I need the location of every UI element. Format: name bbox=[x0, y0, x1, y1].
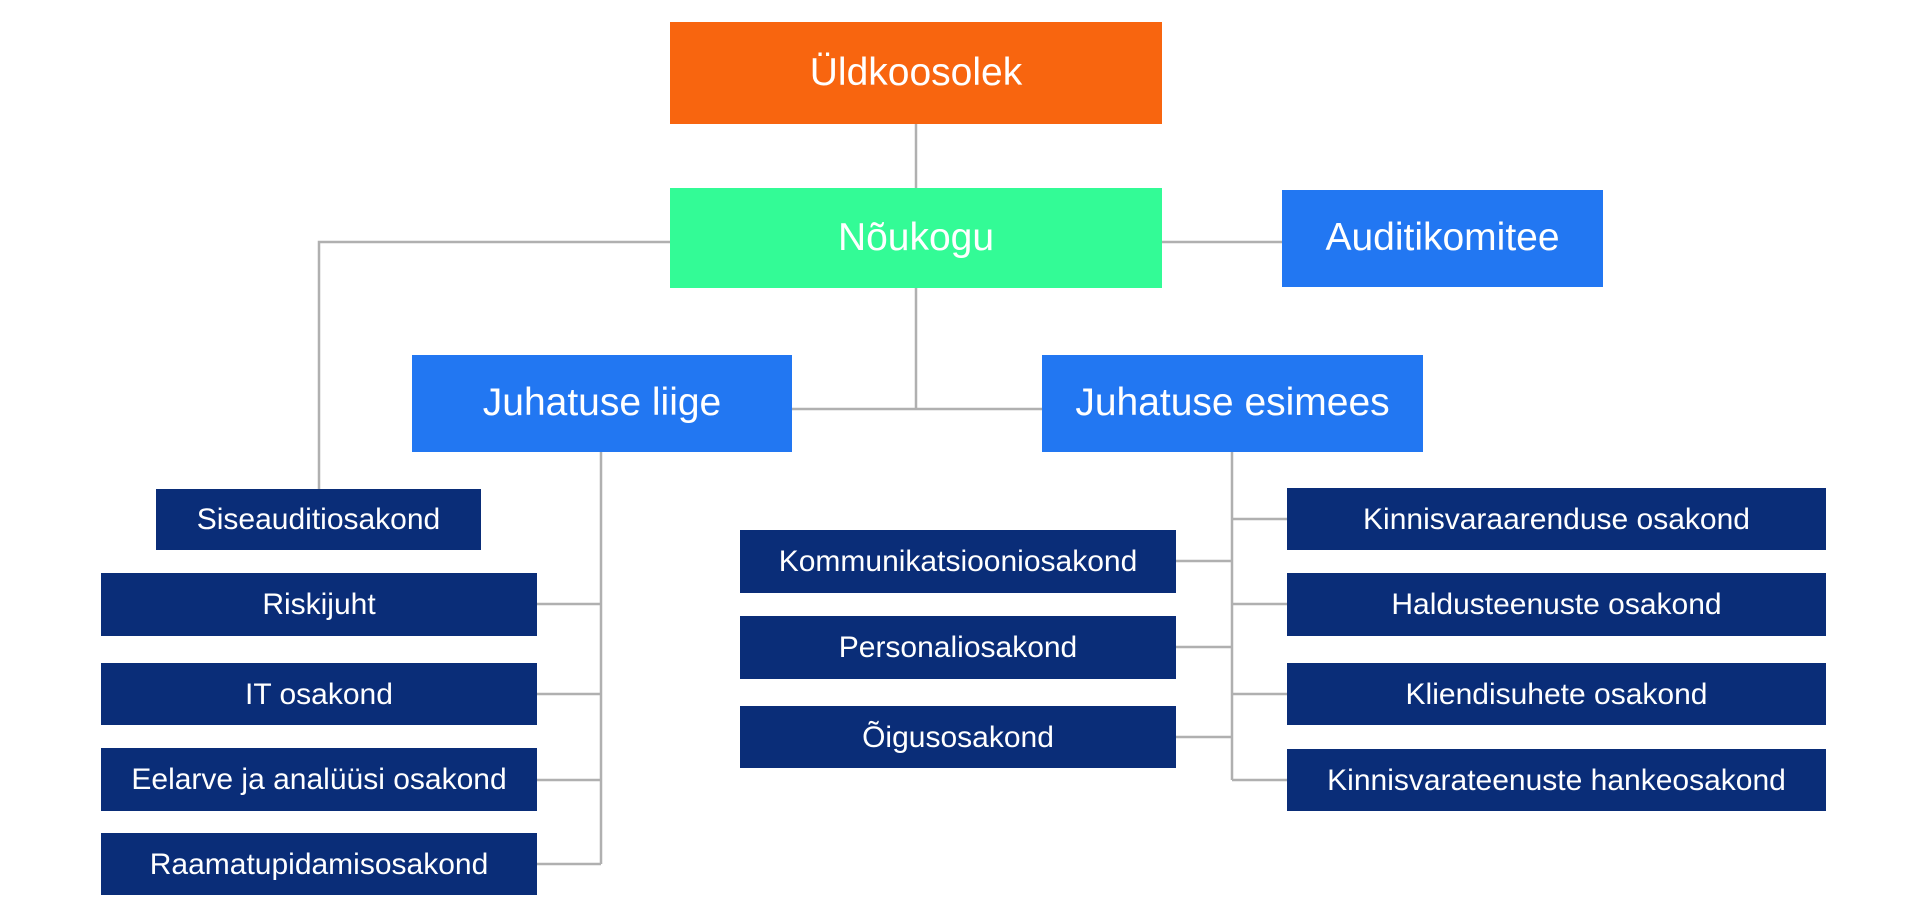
node-eelarve-ja-analuusi-osakond: Eelarve ja analüüsi osakond bbox=[101, 748, 537, 811]
node-siseauditiosakond-label: Siseauditiosakond bbox=[196, 503, 441, 536]
node-riskijuht: Riskijuht bbox=[101, 573, 537, 636]
node-noukogu-label: Nõukogu bbox=[837, 215, 995, 259]
node-auditikomitee-label: Auditikomitee bbox=[1325, 216, 1560, 260]
node-kliendisuhete-osakond: Kliendisuhete osakond bbox=[1287, 663, 1826, 725]
node-personaliosakond: Personaliosakond bbox=[740, 616, 1176, 679]
node-it-osakond: IT osakond bbox=[101, 663, 537, 725]
node-kliendisuhete-osakond-label: Kliendisuhete osakond bbox=[1405, 677, 1708, 711]
node-kinnisvarateenuste-hankeosakond: Kinnisvarateenuste hankeosakond bbox=[1287, 749, 1826, 811]
node-juhatuse-esimees-label: Juhatuse esimees bbox=[1075, 381, 1390, 425]
node-raamatupidamisosakond-label: Raamatupidamisosakond bbox=[149, 847, 489, 881]
node-riskijuht-label: Riskijuht bbox=[262, 588, 376, 621]
node-auditikomitee: Auditikomitee bbox=[1282, 190, 1603, 287]
node-personaliosakond-label: Personaliosakond bbox=[838, 631, 1078, 664]
node-kinnisvaraarenduse-osakond-label: Kinnisvaraarenduse osakond bbox=[1363, 502, 1750, 536]
node-uldkoosolek: Üldkoosolek bbox=[670, 22, 1162, 124]
node-kommunikatsiooniosakond-label: Kommunikatsiooniosakond bbox=[778, 545, 1138, 578]
node-noukogu: Nõukogu bbox=[670, 188, 1162, 288]
node-juhatuse-esimees: Juhatuse esimees bbox=[1042, 355, 1423, 452]
node-raamatupidamisosakond: Raamatupidamisosakond bbox=[101, 833, 537, 895]
node-kinnisvaraarenduse-osakond: Kinnisvaraarenduse osakond bbox=[1287, 488, 1826, 550]
node-it-osakond-label: IT osakond bbox=[245, 677, 393, 711]
node-kinnisvarateenuste-hankeosakond-label: Kinnisvarateenuste hankeosakond bbox=[1327, 763, 1786, 797]
node-haldusteenuste-osakond: Haldusteenuste osakond bbox=[1287, 573, 1826, 636]
node-kommunikatsiooniosakond: Kommunikatsiooniosakond bbox=[740, 530, 1176, 593]
node-juhatuse-liige-label: Juhatuse liige bbox=[482, 381, 722, 425]
node-juhatuse-liige: Juhatuse liige bbox=[412, 355, 792, 452]
node-siseauditiosakond: Siseauditiosakond bbox=[156, 489, 481, 550]
node-oigusosakond: Õigusosakond bbox=[740, 706, 1176, 768]
node-uldkoosolek-label: Üldkoosolek bbox=[809, 50, 1023, 94]
node-eelarve-ja-analuusi-osakond-label: Eelarve ja analüüsi osakond bbox=[131, 763, 507, 796]
node-oigusosakond-label: Õigusosakond bbox=[862, 720, 1054, 754]
node-haldusteenuste-osakond-label: Haldusteenuste osakond bbox=[1391, 588, 1722, 621]
